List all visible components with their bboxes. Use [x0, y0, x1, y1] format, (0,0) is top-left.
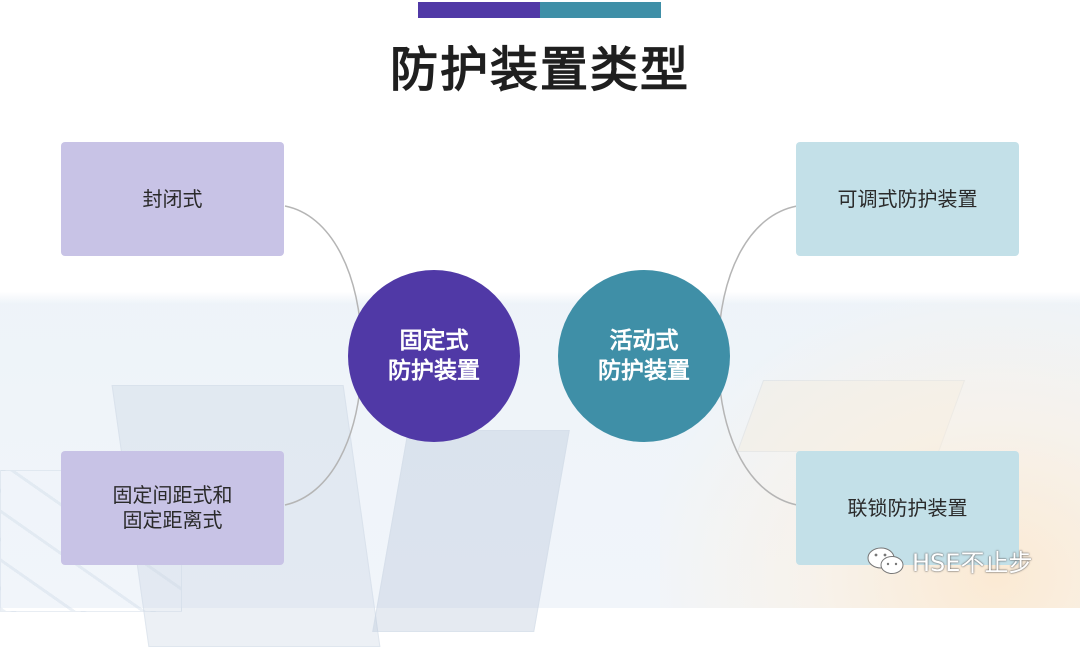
node-interlocking-guard: 联锁防护装置 — [796, 451, 1019, 565]
node-label: 可调式防护装置 — [837, 186, 978, 211]
hub-label-line1: 活动式 — [609, 327, 679, 354]
slide-title: 防护装置类型 — [389, 42, 690, 98]
connector-movable-bottom — [717, 359, 798, 506]
connector-fixed-bottom — [284, 359, 363, 506]
watermark: HSE不止步 — [866, 543, 1032, 578]
node-adjustable-guard: 可调式防护装置 — [796, 142, 1019, 256]
node-label-line1: 固定间距式和 — [112, 483, 233, 507]
connector-movable-top — [717, 205, 798, 351]
node-label-line2: 固定距离式 — [122, 508, 223, 532]
watermark-text: HSE不止步 — [912, 549, 1033, 577]
wechat-icon — [867, 547, 904, 574]
node-label: 联锁防护装置 — [847, 495, 968, 520]
hub-label-line2: 防护装置 — [388, 358, 480, 384]
hub-movable-guard: 活动式 防护装置 — [558, 270, 730, 442]
hub-label-line2: 防护装置 — [598, 358, 690, 384]
node-label: 封闭式 — [142, 186, 203, 211]
title-accent-bar-purple — [418, 2, 540, 18]
hub-fixed-guard: 固定式 防护装置 — [348, 270, 520, 442]
node-fixed-distance-guard: 固定间距式和 固定距离式 — [61, 451, 284, 565]
hub-label-line1: 固定式 — [399, 327, 469, 354]
node-enclosed-guard: 封闭式 — [61, 142, 284, 256]
connector-fixed-top — [284, 205, 363, 351]
title-accent-bar-teal — [540, 2, 661, 18]
